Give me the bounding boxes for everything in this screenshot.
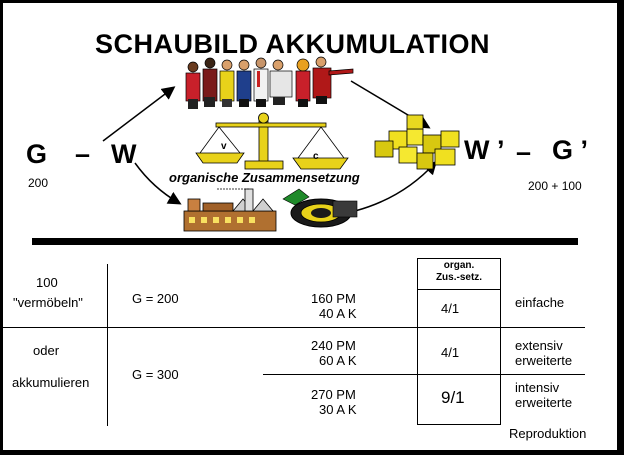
row3-type-1: intensiv (515, 380, 560, 395)
scale-label-v: v (221, 141, 227, 152)
label-amount: 100 (36, 275, 58, 290)
label-accumulate: akkumulieren (12, 375, 90, 390)
row1-pm: 160 PM (311, 291, 356, 306)
capital-g300: G = 300 (132, 367, 179, 382)
ratio-header-divider (417, 289, 501, 290)
formula-dash-right: – (516, 137, 532, 167)
ratio-column-header: organ. Zus.-setz. (435, 260, 483, 283)
formula-w: W (111, 139, 137, 169)
row1-ak: 40 A K (319, 306, 357, 321)
table-vline-left (107, 264, 108, 426)
arrow-factory-to-goods (354, 160, 438, 212)
scale-label-c: c (313, 151, 319, 162)
row2-type-1: extensiv (515, 338, 563, 353)
row3-pm: 270 PM (311, 387, 356, 402)
formula-g-prime: G ’ (552, 135, 589, 165)
row2-type-2: erweiterte (515, 353, 573, 368)
row3-ratio: 9/1 (441, 388, 465, 407)
machine-illustration (282, 188, 358, 228)
table-hline-lower (263, 374, 585, 375)
ratio-column-box (417, 258, 501, 425)
row3-ak: 30 A K (319, 402, 357, 417)
value-right: 200 + 100 (528, 179, 582, 193)
row2-ratio: 4/1 (441, 345, 460, 360)
arrow-w-to-factory (134, 162, 182, 205)
formula-g: G (26, 139, 48, 169)
row1-type: einfache (515, 295, 565, 310)
diagram-canvas: SCHAUBILD AKKUMULATION G – W W ’ – G ’ 2… (3, 3, 617, 450)
table-hline-mid (3, 327, 585, 328)
thick-divider (32, 238, 578, 245)
factory-illustration (183, 188, 277, 232)
value-left: 200 (28, 176, 49, 190)
scale-caption: organische Zusammensetzung (169, 170, 360, 185)
formula-dash-left: – (75, 139, 91, 169)
workers-illustration (185, 56, 354, 109)
row2-pm: 240 PM (311, 338, 356, 353)
capital-g200: G = 200 (132, 291, 179, 306)
label-spend: "vermöbeln" (13, 295, 83, 310)
balance-scale-illustration (195, 112, 349, 170)
diagram-graphics (102, 56, 460, 232)
page-title: SCHAUBILD AKKUMULATION (95, 29, 490, 59)
row2-ak: 60 A K (319, 353, 357, 368)
goods-cubes-illustration (374, 114, 460, 170)
formula-w-prime: W ’ (464, 135, 505, 165)
row1-ratio: 4/1 (441, 301, 460, 316)
arrow-g-to-workers (102, 86, 176, 142)
footer-reproduction: Reproduktion (509, 426, 587, 441)
row3-type-2: erweiterte (515, 395, 573, 410)
label-or: oder (33, 343, 60, 358)
